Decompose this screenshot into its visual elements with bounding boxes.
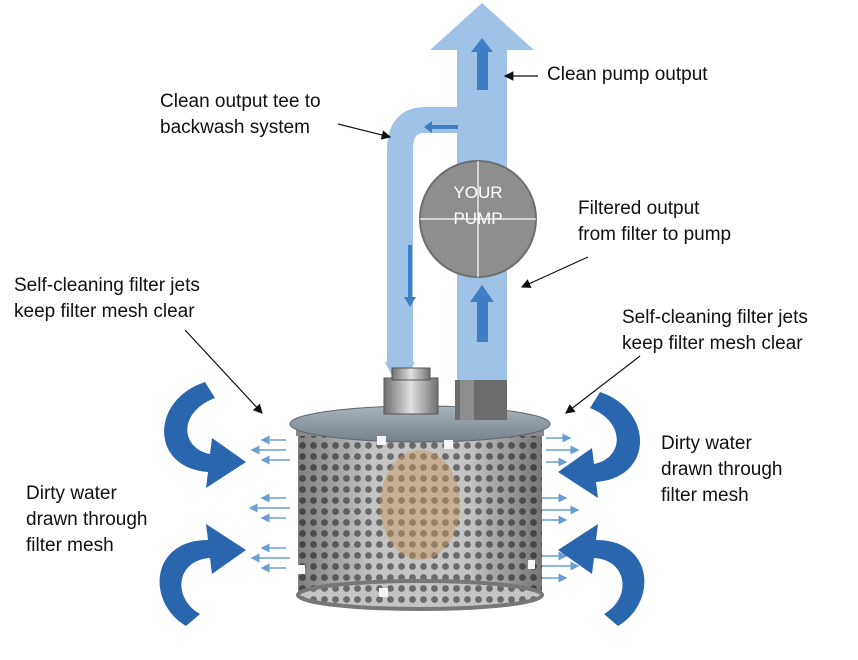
label-line: Self-cleaning filter jets xyxy=(622,307,808,328)
pump-label: YOUR PUMP xyxy=(423,180,533,232)
label-line: Dirty water xyxy=(26,483,117,504)
intake-arrow-left-bottom xyxy=(159,524,246,626)
callout-lines xyxy=(184,71,641,414)
label-line: keep filter mesh clear xyxy=(622,333,803,354)
intake-arrow-right-top xyxy=(558,392,641,498)
filter-unit xyxy=(289,367,551,611)
label-line: Self-cleaning filter jets xyxy=(14,275,200,296)
pump-label-line2: PUMP xyxy=(453,209,503,228)
label-self-cleaning-left: Self-cleaning filter jets keep filter me… xyxy=(14,273,200,325)
label-line: keep filter mesh clear xyxy=(14,301,195,322)
label-clean-output-tee: Clean output tee to backwash system xyxy=(160,89,321,141)
label-line: drawn through xyxy=(661,459,783,480)
label-line: Dirty water xyxy=(661,433,752,454)
pump-disc xyxy=(419,160,537,278)
label-dirty-water-right: Dirty water drawn through filter mesh xyxy=(661,431,782,509)
label-line: filter mesh xyxy=(661,485,749,506)
label-text: Clean pump output xyxy=(547,64,708,85)
intake-arrow-right-bottom xyxy=(558,524,645,626)
pump-label-line1: YOUR xyxy=(453,183,503,202)
label-self-cleaning-right: Self-cleaning filter jets keep filter me… xyxy=(622,305,808,357)
label-filtered-output: Filtered output from filter to pump xyxy=(578,196,731,248)
label-line: Filtered output xyxy=(578,198,700,219)
label-line: from filter to pump xyxy=(578,224,732,245)
label-line: Clean output tee to xyxy=(160,91,321,112)
label-clean-pump-output: Clean pump output xyxy=(547,62,708,88)
label-line: backwash system xyxy=(160,117,310,138)
jet-arrows-left xyxy=(248,435,290,573)
jet-arrows-right xyxy=(542,433,580,583)
label-dirty-water-left: Dirty water drawn through filter mesh xyxy=(26,481,147,559)
label-line: drawn through xyxy=(26,509,148,530)
intake-arrows xyxy=(159,382,645,626)
pump-input-arrow xyxy=(470,285,494,342)
label-line: filter mesh xyxy=(26,535,114,556)
intake-arrow-left-top xyxy=(164,382,246,488)
